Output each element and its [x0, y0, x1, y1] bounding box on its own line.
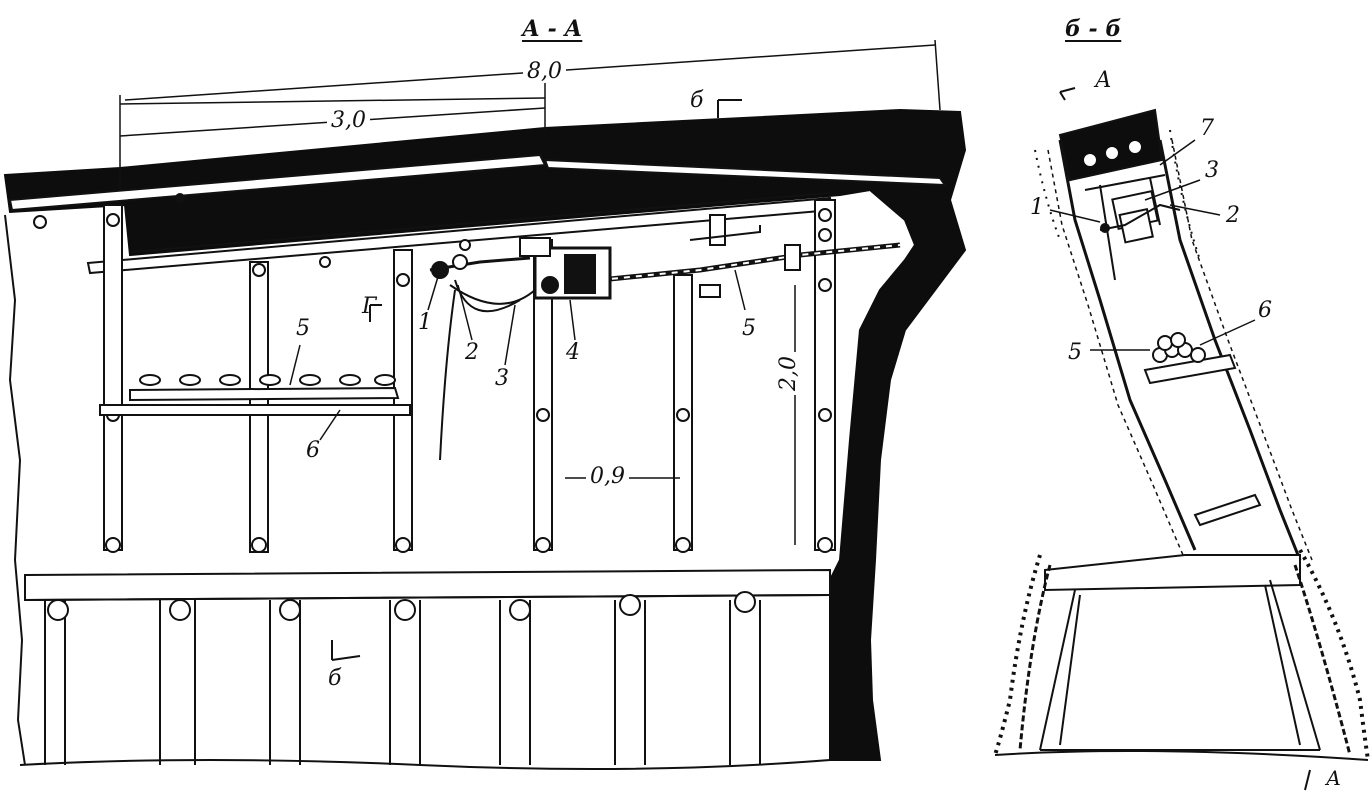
dimension-3-0: 3,0 — [327, 110, 370, 132]
dimension-0-9: 0,9 — [586, 466, 629, 488]
callout-5-pipes: 5 — [296, 316, 310, 341]
cut-mark-b-bottom: б — [328, 666, 342, 691]
callout-3-right: 3 — [1205, 158, 1219, 183]
tunnel-frame — [1044, 554, 1301, 592]
callout-5-right: 5 — [1068, 340, 1082, 365]
cut-mark-a-top: А — [1095, 68, 1112, 93]
shelf — [99, 404, 411, 416]
lagging-boards — [44, 600, 761, 765]
dimension-total-length: 8,0 — [523, 61, 566, 83]
section-title-b-b: б - б — [1065, 16, 1122, 42]
callout-5-feed: 5 — [742, 316, 756, 341]
right-rock-wall — [829, 197, 967, 761]
dimension-2-0: 2,0 — [776, 352, 801, 395]
callout-6: 6 — [306, 438, 320, 463]
tunnel-rock — [993, 549, 1370, 761]
cut-mark-g: Г — [362, 294, 377, 319]
section-title-a-a: А - А — [522, 16, 583, 42]
callout-4: 4 — [566, 340, 580, 365]
shaft-right-wall — [1158, 139, 1302, 561]
callout-7: 7 — [1200, 116, 1214, 141]
callout-2-right: 2 — [1226, 203, 1240, 228]
shaft-head — [1058, 108, 1164, 182]
hoses — [439, 279, 536, 461]
lagging-bolts — [47, 591, 756, 621]
callout-1-right: 1 — [1030, 195, 1044, 220]
cut-mark-b-top: б — [690, 88, 704, 113]
callout-3: 3 — [495, 366, 509, 391]
callout-2: 2 — [465, 340, 479, 365]
callout-1: 1 — [418, 310, 432, 335]
cut-mark-a-bottom: А — [1326, 766, 1342, 790]
callout-6-right: 6 — [1258, 298, 1272, 323]
